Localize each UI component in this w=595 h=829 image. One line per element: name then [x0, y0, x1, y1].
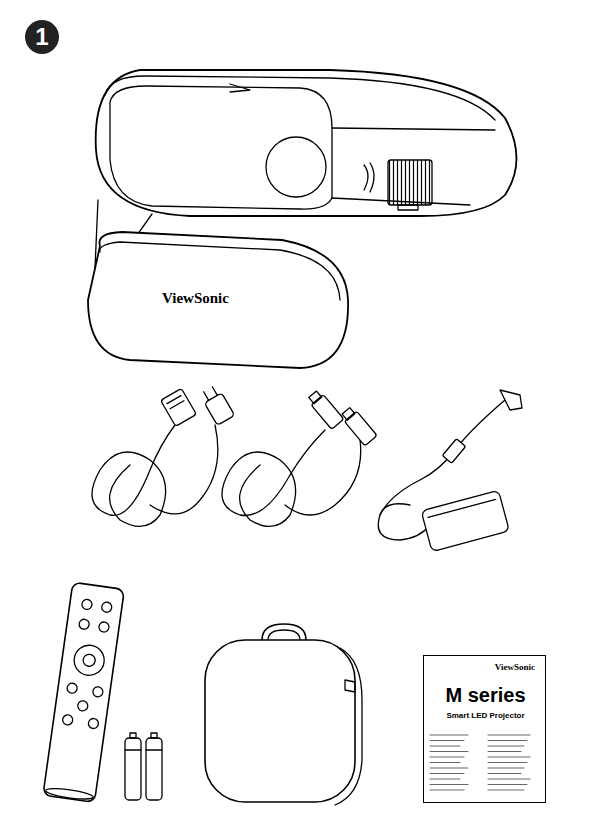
booklet-text-lines	[430, 735, 530, 790]
carrying-case	[205, 624, 362, 805]
brand-logo: ViewSonic	[162, 290, 229, 307]
power-cord	[92, 384, 235, 526]
booklet: ViewSonic M seriesSmart LED Projector	[423, 655, 546, 803]
brand-logo: ViewSonic	[495, 662, 535, 672]
booklet-title: M series	[445, 684, 525, 707]
callout-number: 1	[35, 23, 48, 51]
projector	[88, 70, 517, 368]
power-adapter	[378, 390, 522, 552]
remote-control	[43, 582, 124, 802]
booklet-subtitle: Smart LED Projector	[446, 711, 524, 720]
callout-circle: 1	[25, 20, 59, 54]
batteries	[125, 733, 162, 800]
hdmi-cable	[222, 389, 377, 526]
